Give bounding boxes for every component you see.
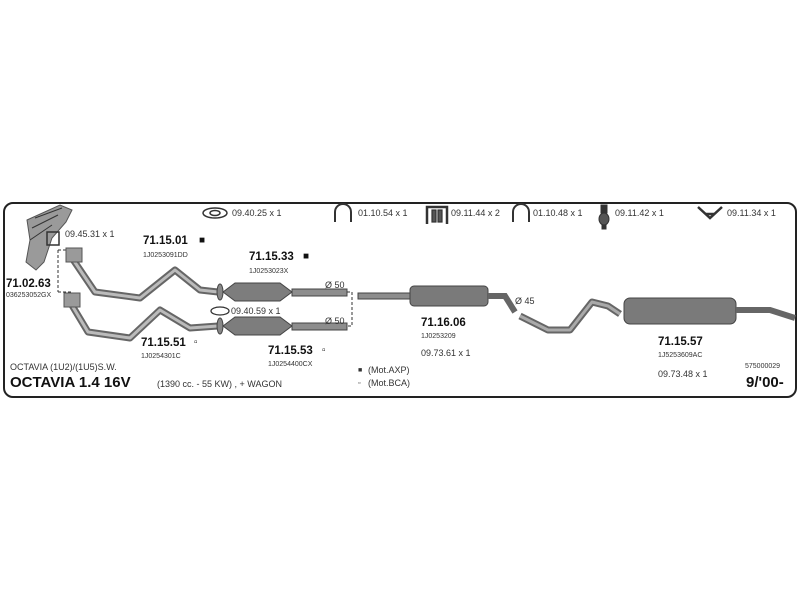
legend-clamp-label: 09.11.34 x 1 (727, 208, 776, 218)
rear-silencer (518, 297, 796, 334)
legend-flange-gasket-label: 09.40.25 x 1 (232, 208, 282, 218)
cat-b-code: 71.15.53 (268, 345, 313, 357)
cat-a-oem: 1J0253023X (249, 268, 289, 275)
front-pipe-b-code: 71.15.51 (141, 337, 186, 349)
flange-gasket-icon (202, 207, 228, 219)
vehicle-model-line: OCTAVIA (1U2)/(1U5)S.W. (10, 362, 117, 372)
cat-b-diameter: Ø 50 (325, 316, 345, 326)
exhaust-manifold (25, 204, 73, 271)
gasket-mid-icon (210, 306, 230, 316)
middle-silencer-code: 71.16.06 (421, 317, 466, 329)
manifold-gasket-icon (46, 231, 60, 246)
rear-diameter: Ø 45 (515, 296, 535, 306)
legend-lambda-sensor-label: 09.11.42 x 1 (615, 208, 664, 218)
engine-code-label-1: (Mot.AXP) (368, 365, 410, 375)
engine-code-marker-1: ■ (358, 367, 363, 374)
mounting-bracket-icon (425, 205, 449, 224)
vehicle-date: 9/'00- (746, 374, 784, 391)
engine-marker-bca: ▫ (322, 345, 326, 356)
rear-silencer-oem: 1J5253609AC (658, 352, 703, 359)
legend-hanger-label: 01.10.54 x 1 (358, 208, 408, 218)
middle-silencer (357, 285, 518, 314)
diagram-frame (3, 202, 797, 398)
cat-a-diameter: Ø 50 (325, 280, 345, 290)
rubber-hanger-icon (334, 203, 352, 222)
pipe-clamp-icon (697, 206, 723, 220)
front-pipe-a-code: 71.15.01 (143, 235, 188, 247)
gasket-mid-label: 09.40.59 x 1 (231, 306, 281, 316)
manifold-gasket-label: 09.45.31 x 1 (65, 229, 115, 239)
front-pipe-b (63, 292, 219, 342)
engine-code-marker-2: ▫ (358, 380, 361, 387)
lambda-sensor-icon (598, 204, 610, 230)
legend-bracket-label: 09.11.44 x 2 (451, 208, 500, 218)
cat-b-oem: 1J0254400CX (268, 361, 313, 368)
engine-marker-axp: ■ (303, 251, 310, 262)
legend-hanger-label-2: 01.10.48 x 1 (533, 208, 583, 218)
engine-marker-bca: ▫ (194, 337, 198, 348)
middle-silencer-oem: 1J0253209 (421, 333, 456, 340)
rear-silencer-code: 71.15.57 (658, 336, 703, 348)
catalytic-converter-b (222, 316, 348, 336)
front-pipe-a-oem: 1J0253091DD (143, 252, 188, 259)
rubber-hanger-icon (512, 203, 530, 222)
middle-silencer-clamp: 09.73.61 x 1 (421, 348, 471, 358)
front-pipe-b-oem: 1J0254301C (141, 353, 181, 360)
engine-marker-axp: ■ (199, 235, 206, 246)
vehicle-engine: (1390 cc. - 55 KW) , + WAGON (157, 379, 282, 389)
manifold-oem: 036253052GX (6, 292, 52, 299)
front-pipe-a (65, 247, 219, 302)
manifold-code: 71.02.63 (6, 278, 51, 290)
vehicle-model-title: OCTAVIA 1.4 16V (10, 374, 131, 391)
catalog-number: 575000029 (745, 363, 781, 370)
engine-code-label-2: (Mot.BCA) (368, 378, 411, 388)
cat-a-code: 71.15.33 (249, 251, 294, 263)
rear-silencer-clamp: 09.73.48 x 1 (658, 369, 708, 379)
